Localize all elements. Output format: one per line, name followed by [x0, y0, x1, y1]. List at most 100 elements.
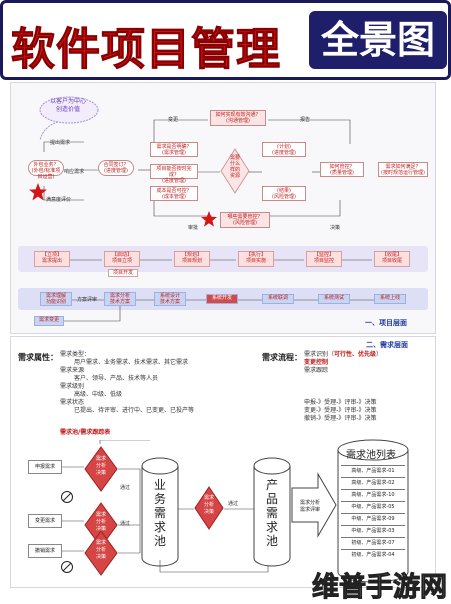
schedule-box: 项目能否按时完成？ (进度管理) — [150, 164, 198, 184]
cloud-connector — [39, 121, 59, 141]
contract-box: 合同签订？ (进度管理) — [98, 160, 134, 176]
star-icon — [201, 211, 217, 227]
flow-path-2: 变更-》受理-》评审-》决策 — [304, 407, 377, 414]
quality-box: 如何管控？ (质量管理) — [320, 162, 364, 177]
decision-4-text: 需求 分析 决策 — [200, 495, 218, 516]
result-q: (结果) — [277, 188, 291, 194]
left-connectors — [62, 440, 150, 554]
arrow-l2: 需求评审 — [299, 507, 320, 513]
pool-row: 初级、产品需求-04 — [341, 549, 405, 561]
plan-q: (计划) — [277, 144, 291, 150]
dev-step-1-l2: 功能识别 — [45, 299, 66, 305]
risk-sub: (风险管理) — [233, 220, 257, 226]
requirement-q: 需求是否明确？ — [156, 144, 192, 150]
pool-row: 初级、产品需求-07 — [341, 537, 405, 549]
attr-line-8: 已提出、待评审、进行中、已变更、已投产等 — [74, 407, 195, 414]
operation-q: 需求如何满足？ — [385, 164, 421, 170]
block-icon — [61, 561, 73, 573]
risk-q: 哪些需要管控？ — [227, 214, 263, 220]
communication-q: 如何实现有效沟通？ — [215, 112, 261, 118]
d3-l3: 决策 — [95, 554, 106, 560]
d2-l3: 决策 — [95, 526, 106, 532]
pool-row: 中级、产品需求-05 — [341, 501, 405, 513]
attr-line-4: 客户、领导、产品、技术等人员 — [74, 375, 159, 382]
phase-start-l2: 项目立项 — [111, 258, 132, 264]
result-box: (结果) (风险管理) — [262, 186, 306, 201]
attr-heading: 需求属性： — [18, 353, 58, 362]
dev-step-2-l1: 需求分析 — [109, 293, 130, 299]
outsourcing-q: 外包业务？ — [33, 162, 59, 168]
cloud-line-2: 创造价值 — [56, 106, 81, 113]
product-pool-label: 产品需求池 — [265, 478, 278, 548]
dev-step-1: 需求理解 功能识别 — [40, 292, 72, 306]
phase-start: 【启动】 项目立项 — [104, 251, 140, 267]
resource-l1: 需要 — [229, 155, 240, 161]
phase-plan-l2: 项目规划 — [181, 258, 202, 264]
phase-monitor: 【监控】 项目监控 — [306, 251, 342, 267]
contract-q: 合同签订？ — [103, 162, 129, 168]
tag-raise-demand: 提出需求 — [50, 140, 71, 146]
plan-box: (计划) (进度管理) — [262, 142, 306, 157]
operation-box: 需求如何满足？ (按时规范运行管理) — [378, 162, 428, 177]
phase-monitor-l1: 【监控】 — [313, 252, 334, 258]
project-dev-box: 项目开发 — [108, 269, 138, 277]
d3-l2: 分析 — [95, 547, 106, 553]
dev-step-2-l2: 技术方案 — [109, 299, 130, 305]
d1-l2: 分析 — [95, 463, 106, 469]
cloud-line-1: 以客户为中心 — [50, 98, 87, 105]
demand-change-box: 需求变更 — [34, 316, 64, 326]
attr-line-5: 需求级别 — [60, 383, 85, 390]
d4-l2: 分析 — [203, 502, 214, 508]
phase-start-l1: 【启动】 — [111, 252, 132, 258]
pool-row: 中级、产品需求-03 — [341, 525, 405, 537]
resource-diamond — [220, 148, 250, 194]
phase-plan-l1: 【规划】 — [181, 252, 202, 258]
attr-line-1: 需求类型： — [60, 351, 91, 358]
phase-close-l2: 项目收尾 — [381, 258, 402, 264]
quality-sub: (质量管理) — [330, 170, 354, 176]
pool-row: 中级、产品需求-09 — [341, 513, 405, 525]
big-arrow — [291, 472, 337, 538]
resource-l2: 什么 — [229, 161, 240, 167]
resource-text: 需要 什么 样的 资源 — [224, 155, 246, 179]
pool-list-title: 需求池列表 — [346, 450, 396, 461]
block-icon — [61, 491, 73, 503]
requirement-level-label: 二、需求层面 — [366, 341, 408, 349]
pass-tag-1: 通过 — [120, 485, 131, 491]
pool-row: 高级、产品需求-10 — [341, 489, 405, 501]
d1-l1: 需求 — [95, 456, 106, 462]
phase-initiate: 【立项】 需求提出 — [34, 251, 70, 267]
phase-monitor-l2: 项目监控 — [313, 258, 334, 264]
risk-box: 哪些需要管控？ (风险管理) — [220, 212, 270, 228]
resource-l4: 资源 — [229, 173, 240, 179]
d3-l1: 需求 — [95, 540, 106, 546]
plan-sub: (进度管理) — [272, 150, 296, 156]
contract-sub: (进度管理) — [104, 168, 128, 174]
title-banner: 软件项目管理 全景图 — [0, 0, 451, 80]
requirement-box: 需求是否明确？ (需求管理) — [150, 142, 198, 157]
phase-band — [18, 246, 428, 272]
flow-line-1a: 需求识别（ — [304, 351, 335, 358]
cost-sub: (成本管理) — [162, 194, 186, 200]
cost-q: 成本是否可控？ — [156, 188, 192, 194]
attr-line-7: 需求状态 — [60, 399, 85, 406]
input-declare: 申报需求 — [28, 460, 62, 474]
project-level-label: 一、项目层面 — [365, 319, 407, 327]
requirement-sub: (需求管理) — [162, 150, 186, 156]
product-pool-cylinder — [253, 457, 291, 567]
input-change: 变更需求 — [28, 514, 62, 528]
pool-row: 高级、产品需求-02 — [341, 477, 405, 489]
d4-l3: 决策 — [203, 509, 214, 515]
star-icon — [29, 183, 47, 201]
flow-line-2: 变更控制 — [304, 359, 329, 366]
flow-line-3: 需求跟踪 — [304, 367, 329, 374]
attr-line-2: 用户需求、业务需求、技术需求、其它需求 — [74, 359, 189, 366]
operation-sub: (按时规范运行管理) — [381, 170, 425, 176]
d4-l1: 需求 — [203, 495, 214, 501]
result-sub: (风险管理) — [272, 194, 296, 200]
dev-step-6: 系统测试 — [318, 294, 350, 304]
dev-step-5: 系统联调 — [262, 294, 294, 304]
pass-tag-3: 通过 — [228, 501, 239, 507]
outsourcing-box: 外包业务？ (外包/标准项目运营) — [28, 160, 64, 180]
flow-path-3: 撤销-》受理-》评审-》决策 — [304, 415, 377, 422]
